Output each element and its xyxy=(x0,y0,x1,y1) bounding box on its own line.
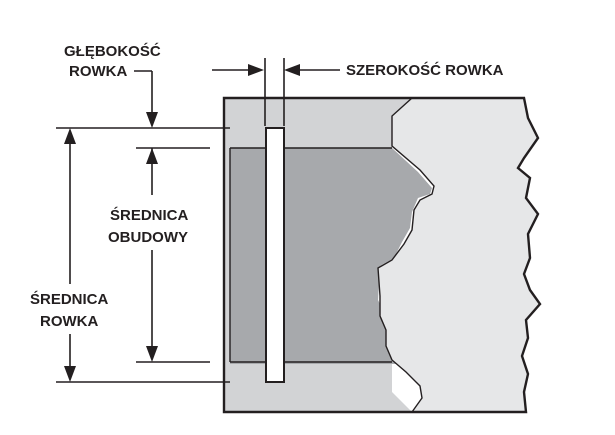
extension-lines xyxy=(56,127,230,383)
groove-width-right-arrow-icon xyxy=(284,64,300,76)
groove-depth-lower-arrow-icon xyxy=(146,148,158,164)
housing-diameter-bottom-arrow-icon xyxy=(146,346,158,362)
groove-depth-arrow-icon xyxy=(146,112,158,128)
snap-ring xyxy=(265,127,285,383)
groove-diameter-label-line2: ROWKA xyxy=(40,313,98,330)
groove-diameter-dimension: ŚREDNICA ROWKA xyxy=(30,128,109,382)
housing-outline xyxy=(222,96,542,414)
groove-width-label: SZEROKOŚĆ ROWKA xyxy=(346,61,504,79)
groove-diameter-label-line1: ŚREDNICA xyxy=(30,290,109,308)
groove-diameter-top-arrow-icon xyxy=(64,128,76,144)
groove-diameter-bottom-arrow-icon xyxy=(64,366,76,382)
housing-diameter-label-line1: ŚREDNICA xyxy=(110,206,189,224)
housing-body xyxy=(378,98,540,412)
groove-width-left-arrow-icon xyxy=(248,64,264,76)
groove-depth-label-line2: ROWKA xyxy=(69,63,127,80)
groove-depth-dimension: GŁĘBOKOŚĆ ROWKA xyxy=(64,42,161,195)
groove-width-dimension: SZEROKOŚĆ ROWKA xyxy=(212,58,504,126)
groove-region xyxy=(224,98,412,412)
housing-diameter-label-line2: OBUDOWY xyxy=(108,229,188,246)
housing-diameter-dimension: ŚREDNICA OBUDOWY xyxy=(108,206,189,362)
groove-depth-label-line1: GŁĘBOKOŚĆ xyxy=(64,42,161,60)
housing-part xyxy=(222,96,542,414)
body-break-edge xyxy=(377,97,435,413)
